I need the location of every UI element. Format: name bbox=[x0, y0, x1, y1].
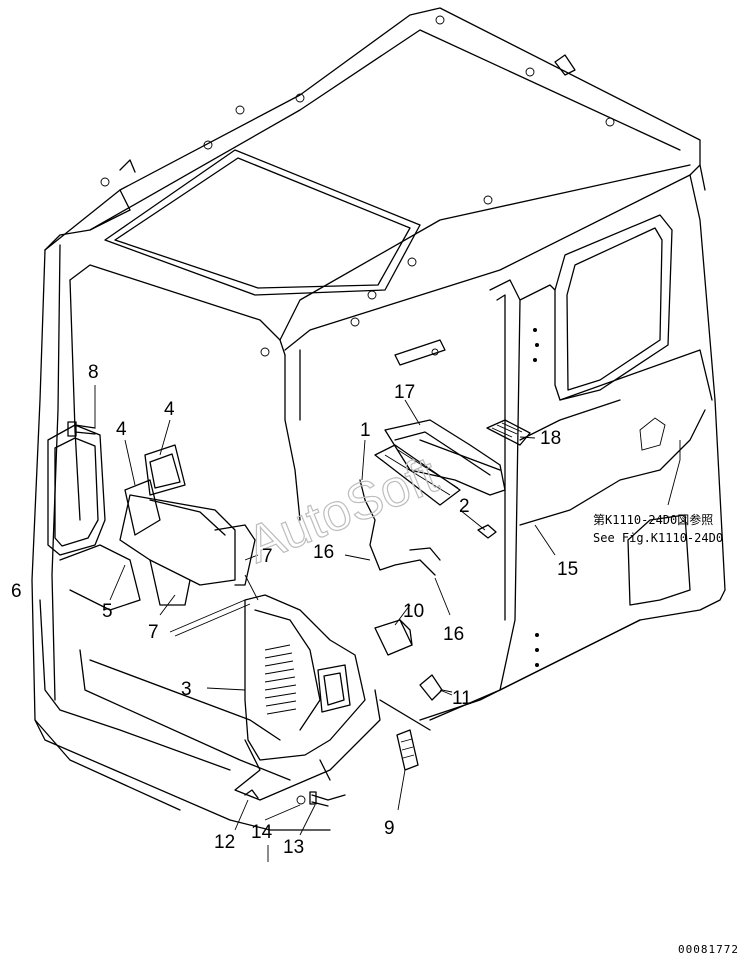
callout-7b: 7 bbox=[148, 622, 159, 643]
callout-4b: 4 bbox=[116, 419, 127, 440]
reference-note-en: See Fig.K1110-24D0 bbox=[593, 531, 723, 545]
callout-14: 14 bbox=[251, 822, 273, 843]
callout-5: 5 bbox=[102, 601, 113, 622]
callout-17: 17 bbox=[394, 382, 415, 403]
callout-6: 6 bbox=[11, 581, 22, 602]
callout-11: 11 bbox=[452, 688, 472, 709]
callout-8: 8 bbox=[88, 362, 99, 383]
callout-12: 12 bbox=[214, 832, 235, 853]
callout-16b: 16 bbox=[443, 624, 464, 645]
callout-2: 2 bbox=[459, 496, 470, 517]
reference-note-jp: 第K1110-24D0図参照 bbox=[593, 512, 713, 527]
callout-16a: 16 bbox=[313, 542, 334, 563]
callout-9: 9 bbox=[384, 818, 395, 839]
callout-labels: 1 2 3 4 4 5 6 7 7 8 9 10 11 12 13 14 15 … bbox=[11, 362, 578, 858]
callout-10: 10 bbox=[403, 601, 424, 622]
right-panel-assembly bbox=[234, 339, 681, 862]
callout-3: 3 bbox=[181, 679, 192, 700]
callout-4a: 4 bbox=[164, 399, 175, 420]
callout-18: 18 bbox=[540, 428, 561, 449]
reference-note: 第K1110-24D0図参照 See Fig.K1110-24D0 bbox=[593, 512, 723, 545]
left-duct-assembly bbox=[47, 385, 259, 637]
callout-13: 13 bbox=[283, 837, 304, 858]
ribbed-hose bbox=[264, 644, 297, 715]
callout-7a: 7 bbox=[262, 546, 273, 567]
cab-frame bbox=[31, 7, 726, 831]
callout-15: 15 bbox=[557, 559, 578, 580]
rear-duct-assembly bbox=[206, 594, 381, 801]
callout-1: 1 bbox=[360, 420, 371, 441]
document-number: 00081772 bbox=[678, 943, 739, 956]
